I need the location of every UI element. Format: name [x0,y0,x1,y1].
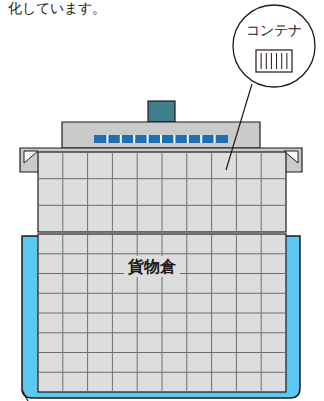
window-gaps [106,135,215,143]
funnel [148,101,175,122]
hold-containers [38,234,286,392]
hold-label: 貨物倉 [124,256,180,277]
callout-label: コンテナ [246,22,302,39]
leader-line [22,390,28,401]
bridge [62,122,260,148]
body-text: 化しています。 [8,0,106,18]
callout-outline [232,4,316,88]
cargo-hold: 貨物倉 [38,234,286,392]
window-strip [94,135,228,143]
callout-circle: コンテナ [232,4,316,88]
container-grid [38,152,286,392]
leader-line [226,84,252,170]
deck-cutout [24,151,38,163]
deck-containers [38,152,286,232]
